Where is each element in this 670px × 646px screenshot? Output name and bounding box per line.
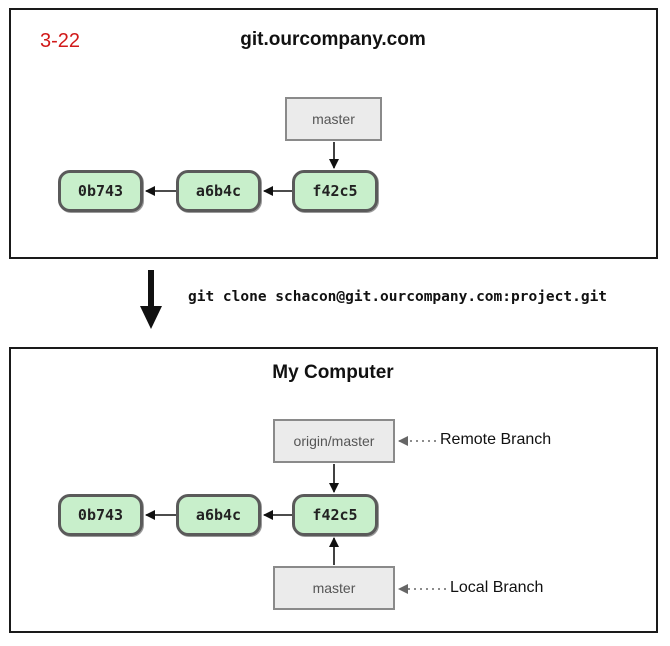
server-commit-f42c5: f42c5 xyxy=(292,170,378,212)
server-title: git.ourcompany.com xyxy=(240,29,426,50)
clone-down-arrow xyxy=(140,270,162,329)
server-commit-0b743: 0b743 xyxy=(58,170,143,212)
server-commit-a6b4c: a6b4c xyxy=(176,170,261,212)
local-commit-a6b4c: a6b4c xyxy=(176,494,261,536)
local-commit-0b743: 0b743 xyxy=(58,494,143,536)
remote-branch-label: Remote Branch xyxy=(440,431,552,448)
local-branch-label: Local Branch xyxy=(450,579,544,596)
local-commit-f42c5: f42c5 xyxy=(292,494,378,536)
clone-command: git clone schacon@git.ourcompany.com:pro… xyxy=(188,289,608,305)
server-master-branch: master xyxy=(285,97,382,141)
local-master-branch: master xyxy=(273,566,395,610)
origin-master-branch: origin/master xyxy=(273,419,395,463)
local-title: My Computer xyxy=(272,362,394,383)
figure-label: 3-22 xyxy=(40,30,81,52)
